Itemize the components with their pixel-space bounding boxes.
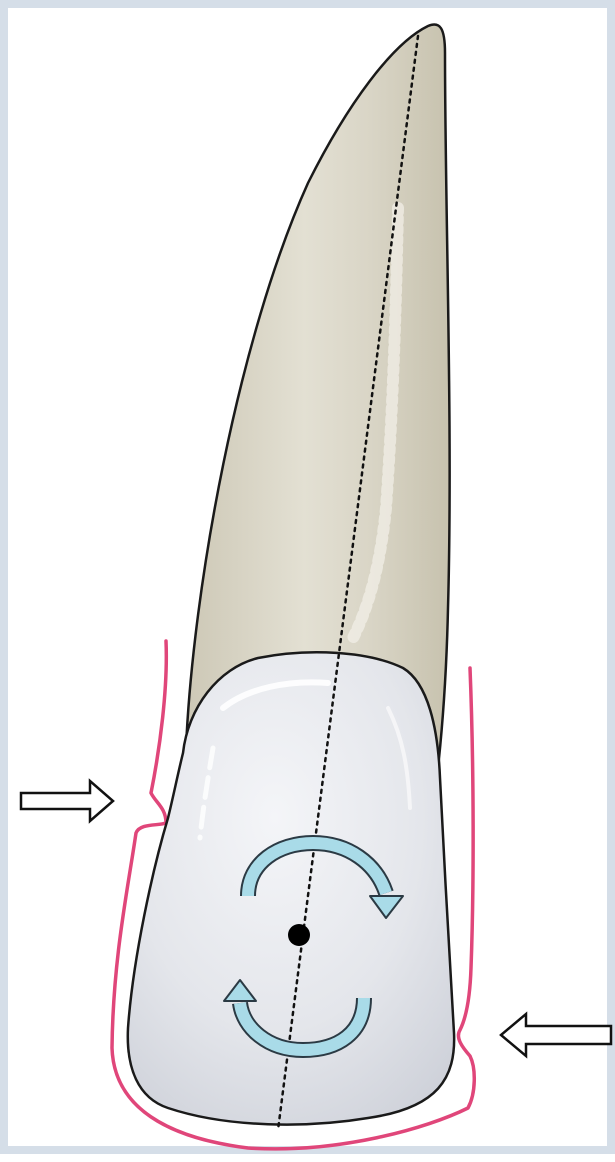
force-arrow-right-icon xyxy=(21,781,113,821)
tooth-diagram xyxy=(8,8,615,1162)
force-arrow-left-icon xyxy=(501,1014,611,1056)
center-dot xyxy=(288,924,310,946)
